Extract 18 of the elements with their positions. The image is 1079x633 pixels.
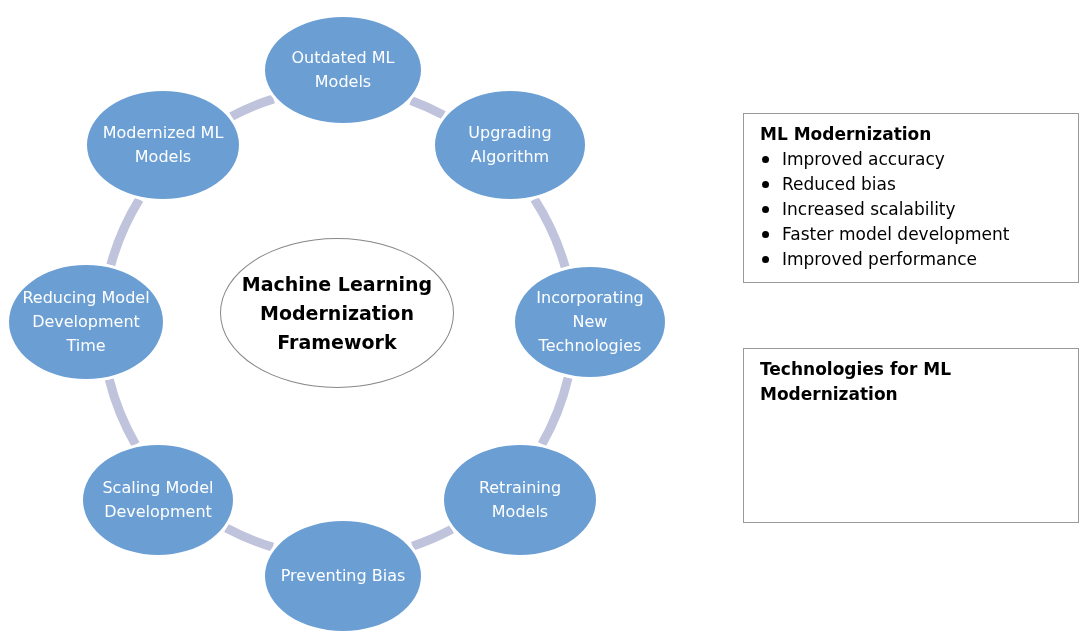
list-item: Increased scalability [782, 199, 956, 219]
info-panel [743, 348, 1079, 523]
list-item: Improved accuracy [782, 149, 945, 169]
node-label: Retraining Models [477, 477, 563, 523]
node-label: Modernized ML Models [101, 122, 225, 168]
list-item: Reduced bias [782, 174, 896, 194]
node-label: Incorporating New Technologies [535, 287, 645, 357]
panel-heading: Technologies for ML Modernization [760, 358, 953, 406]
node-label: Scaling Model Development [101, 477, 215, 523]
node-label: Machine Learning Modernization Framework [241, 271, 433, 355]
list-item: Improved performance [782, 249, 977, 269]
node-label: Outdated ML Models [290, 47, 396, 93]
node-label: Preventing Bias [280, 565, 406, 587]
list-item: Faster model development [782, 224, 1010, 244]
node-label: Reducing Model Development Time [21, 287, 151, 357]
panel-heading: ML Modernization [760, 123, 932, 146]
node-label: Upgrading Algorithm [467, 122, 553, 168]
info-panel [743, 113, 1079, 283]
